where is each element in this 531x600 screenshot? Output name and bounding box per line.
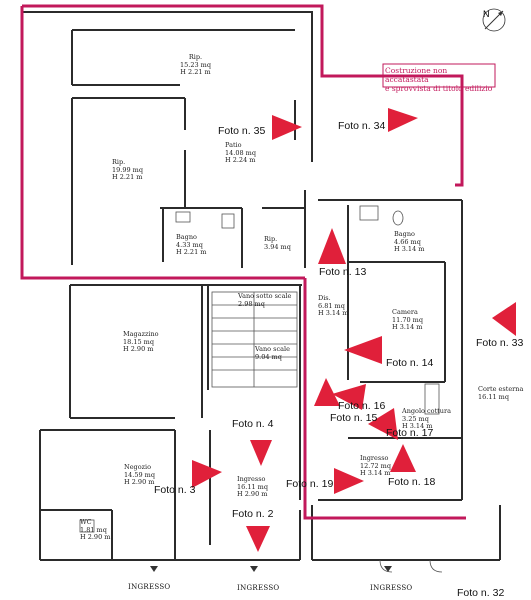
- foto-label-17: Foto n. 17: [386, 427, 434, 439]
- foto-label-19: Foto n. 19: [286, 478, 334, 490]
- marker-foto-13: [318, 228, 346, 264]
- entrance-arrows: [150, 566, 392, 572]
- note-line-2: e sprovvista di titolo edilizio: [385, 84, 493, 93]
- marker-foto-3: [192, 460, 222, 488]
- note-line-1: Costruzione non accatastata: [385, 66, 448, 84]
- marker-foto-18: [390, 444, 416, 472]
- walls: [21, 11, 501, 561]
- marker-foto-2: [246, 526, 270, 552]
- pink-boundary: [20, 4, 466, 520]
- foto-label-15: Foto n. 15: [330, 412, 378, 424]
- marker-foto-15: [332, 384, 366, 410]
- marker-foto-14: [344, 336, 382, 364]
- foto-label-3: Foto n. 3: [154, 484, 196, 496]
- marker-foto-19: [334, 468, 364, 494]
- compass-icon: [482, 8, 506, 32]
- marker-foto-34: [388, 108, 418, 132]
- room-rip-small: Rip.3.94 mq: [264, 235, 291, 251]
- entrance-label-right: INGRESSO: [370, 584, 413, 592]
- foto-label-32: Foto n. 32: [457, 587, 505, 599]
- marker-foto-33: [492, 302, 516, 336]
- foto-label-16: Foto n. 16: [338, 400, 386, 412]
- compass-north-label: N: [483, 9, 490, 19]
- foto-label-2: Foto n. 2: [232, 508, 274, 520]
- note-box: [382, 63, 496, 88]
- entrance-label-center: INGRESSO: [237, 584, 280, 592]
- foto-label-33: Foto n. 33: [476, 337, 524, 349]
- marker-foto-16: [314, 378, 340, 406]
- entrance-label-left: INGRESSO: [128, 583, 171, 591]
- marker-foto-35: [272, 115, 302, 140]
- marker-foto-4: [250, 440, 272, 466]
- foto-label-18: Foto n. 18: [388, 476, 436, 488]
- foto-label-34: Foto n. 34: [338, 120, 386, 132]
- foto-label-13: Foto n. 13: [319, 266, 367, 278]
- foto-label-4: Foto n. 4: [232, 418, 274, 430]
- foto-label-35: Foto n. 35: [218, 125, 266, 137]
- note-unregistered-construction: Costruzione non accatastata e sprovvista…: [385, 66, 493, 93]
- fixtures: [79, 205, 443, 573]
- foto-label-14: Foto n. 14: [386, 357, 434, 369]
- marker-foto-17: [368, 408, 398, 440]
- photo-markers: [192, 108, 516, 552]
